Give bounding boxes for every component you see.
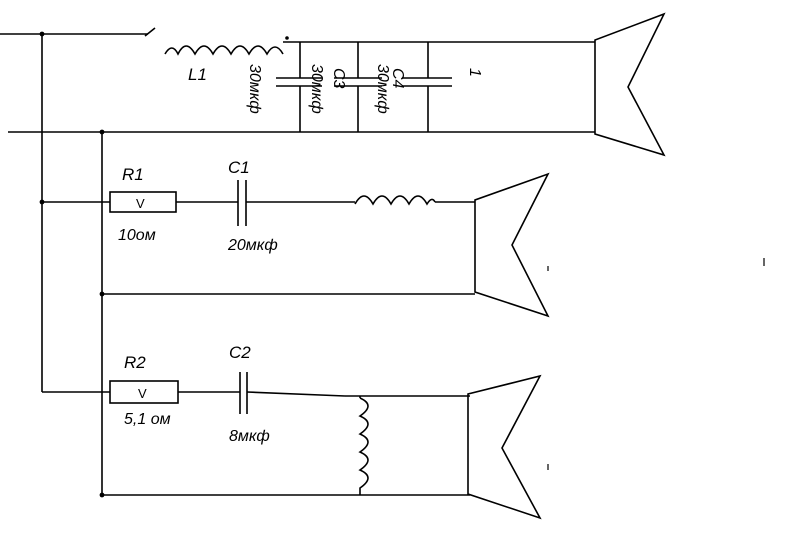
branch-woofer: L1 30мкф 30мкф C3 30мкф C4 1 (0, 12, 666, 157)
inductor-l1 (164, 45, 284, 56)
switch-contact (144, 27, 156, 37)
label-bank-value-b: 30мкф (308, 64, 325, 114)
label-r1: R1 (122, 165, 144, 184)
label-bank-value-c: 30мкф (374, 64, 391, 114)
label-c3: C3 (330, 68, 347, 89)
rails (39, 31, 105, 498)
label-r2: R2 (124, 353, 146, 372)
label-r2-value: 5,1 ом (124, 411, 171, 428)
label-cap-1: 1 (466, 68, 483, 77)
branch-tweeter: V R2 5,1 ом C2 8мкф (42, 343, 549, 520)
inductor-mid (354, 195, 436, 206)
speaker-woofer (594, 12, 666, 157)
label-l1: L1 (188, 65, 207, 84)
label-r1-value: 10ом (118, 227, 156, 244)
speaker-midrange (474, 172, 550, 318)
tw-wire-c2-node (246, 391, 346, 397)
label-c2: C2 (229, 343, 251, 362)
node-dot (285, 36, 289, 40)
r1-v-mark: V (136, 196, 145, 211)
speaker-tweeter (467, 374, 542, 520)
inductor-shunt (358, 397, 369, 495)
node-dot (39, 31, 45, 37)
branch-midrange: V R1 10ом C1 20мкф (42, 158, 765, 318)
label-c2-value: 8мкф (229, 428, 270, 445)
r2-v-mark: V (138, 386, 147, 401)
node-dot (99, 129, 105, 135)
label-c4: C4 (389, 68, 406, 89)
label-c1: C1 (228, 158, 250, 177)
label-bank-value-a: 30мкф (246, 64, 263, 114)
label-c1-value: 20мкф (227, 237, 278, 254)
